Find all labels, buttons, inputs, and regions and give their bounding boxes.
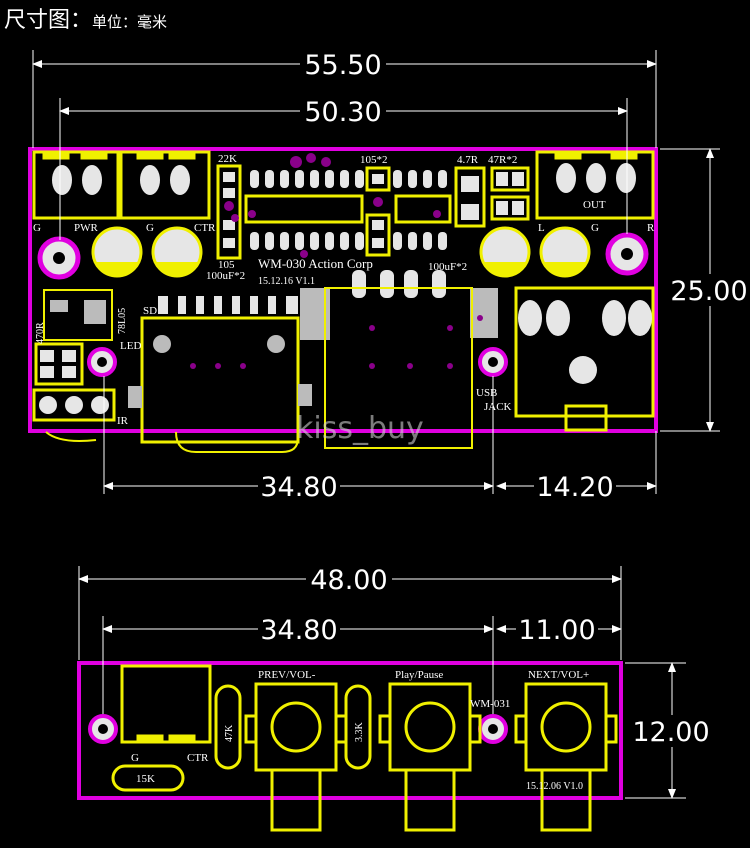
caps-left xyxy=(91,226,203,278)
bottom-board-outline xyxy=(77,661,623,800)
label-3-3k: 3.3K xyxy=(354,722,365,743)
label-105x2: 105*2 xyxy=(360,154,388,166)
resistor-15k xyxy=(111,764,185,792)
label-g2: G xyxy=(146,222,154,234)
label-105-left: 105 xyxy=(218,259,235,271)
label-100uf-left: 100uF*2 xyxy=(206,270,245,282)
resistors-right xyxy=(454,166,530,228)
ctr-connector xyxy=(119,150,211,220)
label-47rx2: 47R*2 xyxy=(488,154,517,166)
resistor-22k-pads xyxy=(223,172,235,248)
dim-bottom-height: 12.00 xyxy=(632,717,709,748)
label-ir: IR xyxy=(117,415,129,427)
label-g3: G xyxy=(591,222,599,234)
label-usb: USB xyxy=(476,387,497,399)
chip-row-top xyxy=(250,170,447,250)
caps-right xyxy=(479,226,591,278)
pwr-pads xyxy=(52,165,102,195)
label-ctr-bottom: CTR xyxy=(187,752,209,764)
label-g-bottom: G xyxy=(131,752,139,764)
label-jack: JACK xyxy=(484,401,512,413)
top-board-outline xyxy=(28,147,658,433)
dim-bottom-right: 11.00 xyxy=(518,615,595,646)
switch-prev xyxy=(244,682,348,832)
label-prev: PREV/VOL- xyxy=(258,669,316,681)
label-470r: 470R xyxy=(35,322,46,344)
label-next: NEXT/VOL+ xyxy=(528,669,589,681)
dim-top-right: 14.20 xyxy=(536,472,613,503)
top-board: G PWR G CTR 22K 105 100uF*2 105*2 4.7R 4… xyxy=(28,147,658,453)
chip-outlines xyxy=(244,194,452,224)
label-out: OUT xyxy=(583,199,606,211)
label-version: 15.12.16 V1.1 xyxy=(258,276,315,287)
switch-next xyxy=(514,682,618,832)
audio-jack xyxy=(514,286,655,432)
label-g1: G xyxy=(33,222,41,234)
dim-top-height: 25.00 xyxy=(670,276,747,307)
regulator-area xyxy=(34,289,117,386)
label-15k: 15K xyxy=(136,773,155,785)
watermark: kiss_buy xyxy=(296,411,424,446)
sd-slot xyxy=(128,296,312,444)
dim-top-total: 55.50 xyxy=(304,50,381,81)
vias-top xyxy=(231,153,441,258)
label-ctr: CTR xyxy=(194,222,216,234)
dim-top-inner: 50.30 xyxy=(304,97,381,128)
usb-chip-area xyxy=(300,270,498,449)
label-play: Play/Pause xyxy=(395,669,443,681)
resistor-22k-column xyxy=(216,164,242,260)
out-pads xyxy=(556,163,636,193)
header-title: 尺寸图： xyxy=(4,8,93,33)
resistor-47k xyxy=(214,684,242,770)
dim-bottom-left: 34.80 xyxy=(260,615,337,646)
label-l: L xyxy=(538,222,545,234)
bottom-dimensions xyxy=(78,566,686,799)
label-78l05: 78L05 xyxy=(117,308,128,334)
label-sd: SD xyxy=(143,305,157,317)
label-led: LED xyxy=(120,340,141,352)
label-model: WM-030 Action Corp xyxy=(258,256,373,271)
header-units: 单位：毫米 xyxy=(92,13,168,31)
sd-tab xyxy=(175,431,299,453)
label-22k: 22K xyxy=(218,153,237,165)
label-wm031: WM-031 xyxy=(470,698,510,710)
dim-top-left: 34.80 xyxy=(260,472,337,503)
label-version-bottom: 15.12.06 V1.0 xyxy=(526,781,583,792)
label-4-7r: 4.7R xyxy=(457,154,479,166)
ctr-pads xyxy=(140,165,190,195)
switch-play xyxy=(378,682,482,832)
label-pwr: PWR xyxy=(74,222,99,234)
pwr-connector xyxy=(32,150,120,220)
label-47k: 47K xyxy=(224,724,235,742)
label-r: R xyxy=(647,222,655,234)
ir-connector xyxy=(32,388,116,422)
bottom-board: PREV/VOL- Play/Pause NEXT/VOL+ WM-031 G … xyxy=(77,661,623,832)
bottom-connector xyxy=(120,664,212,744)
page-header: 尺寸图：单位：毫米 xyxy=(4,2,167,34)
out-connector xyxy=(535,150,655,220)
label-100uf-right: 100uF*2 xyxy=(428,261,467,273)
dim-bottom-total: 48.00 xyxy=(310,565,387,596)
caps-105x2 xyxy=(365,166,391,257)
